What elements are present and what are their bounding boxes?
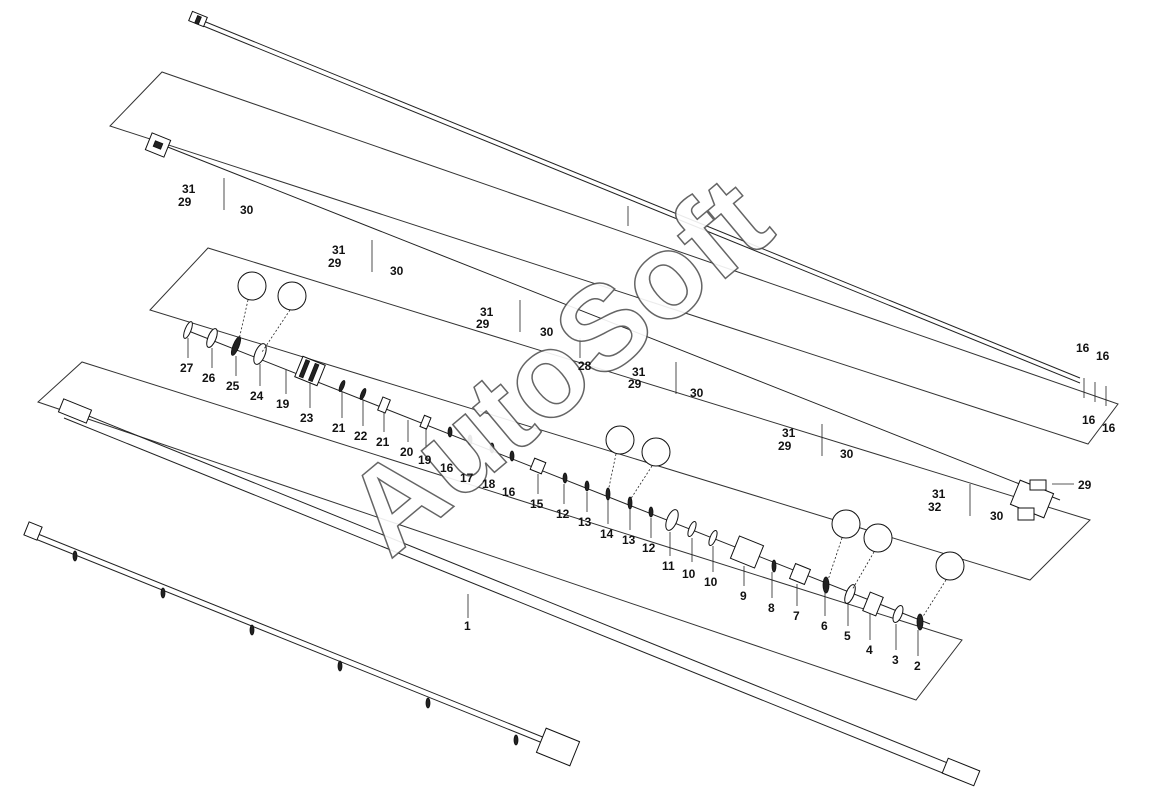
callout-label: 30 [690,386,704,400]
lower-rod [23,521,581,767]
rod-32 [188,10,1081,384]
callout-label: 30 [540,325,554,339]
callout-label: 17 [460,471,474,485]
callout-label: 29 [628,377,642,391]
callout-label: 26 [202,371,216,385]
callout-label: 15 [530,497,544,511]
callout-label: 29 [328,256,342,270]
callout-label: 18 [482,477,496,491]
callout-label: 31 [182,182,196,196]
callout-label: 19 [276,397,290,411]
plate-lower [37,361,963,701]
callout-label: 25 [226,379,240,393]
shaft-middle [183,321,931,631]
callout-label: 8 [768,601,775,615]
callout-label: 28 [578,359,592,373]
callout-label: 5 [844,629,851,643]
leader-lines [187,206,1074,656]
callout-label: 16 [1082,413,1096,427]
callout-label: 11 [662,559,675,573]
callout-label: 4 [866,643,873,657]
callout-label: 31 [782,426,796,440]
callout-label: 29 [778,439,792,453]
callout-label: 20 [400,445,414,459]
callout-label: 12 [556,507,570,521]
callout-label: 19 [418,453,432,467]
callout-label: 31 [932,487,946,501]
callout-label: 1 [464,619,471,633]
callout-label: 2 [914,659,921,673]
callout-label: 16 [1102,421,1116,435]
callout-label: 31 [480,305,494,319]
callout-label: 10 [682,567,696,581]
callout-label: 24 [250,389,264,403]
shaft-27 [144,132,1061,521]
callout-label: 21 [332,421,346,435]
callout-label: 16 [1096,349,1110,363]
tube-1 [57,398,981,787]
callout-label: 27 [180,361,194,375]
callout-label: 16 [1076,341,1090,355]
callout-label: 9 [740,589,747,603]
callout-label: 16 [502,485,516,499]
callout-label: 12 [642,541,656,555]
callout-label: 30 [840,447,854,461]
callout-label: 7 [793,609,800,623]
callout-label: 13 [622,533,636,547]
callout-label: 29 [1078,478,1092,492]
callout-labels: 31 29 30 31 29 30 31 29 30 31 29 30 31 2… [178,182,1116,673]
callout-label: 29 [476,317,490,331]
plate-upper [109,71,1119,445]
callout-label: 16 [440,461,454,475]
plate-middle [149,247,1091,581]
callout-label: 29 [178,195,192,209]
callout-label: 21 [376,435,390,449]
callout-label: 30 [990,509,1004,523]
fastener-groups [223,178,1107,516]
detail-views [237,271,965,619]
callout-label: 10 [704,575,718,589]
callout-label: 30 [390,264,404,278]
callout-label: 3 [892,653,899,667]
callout-label: 31 [332,243,346,257]
callout-label: 30 [240,203,254,217]
callout-label: 22 [354,429,368,443]
callout-label: 6 [821,619,828,633]
callout-label: 23 [300,411,314,425]
callout-label: 13 [578,515,592,529]
callout-label: 31 [632,365,646,379]
callout-label: 14 [600,527,614,541]
callout-label: 32 [928,500,942,514]
